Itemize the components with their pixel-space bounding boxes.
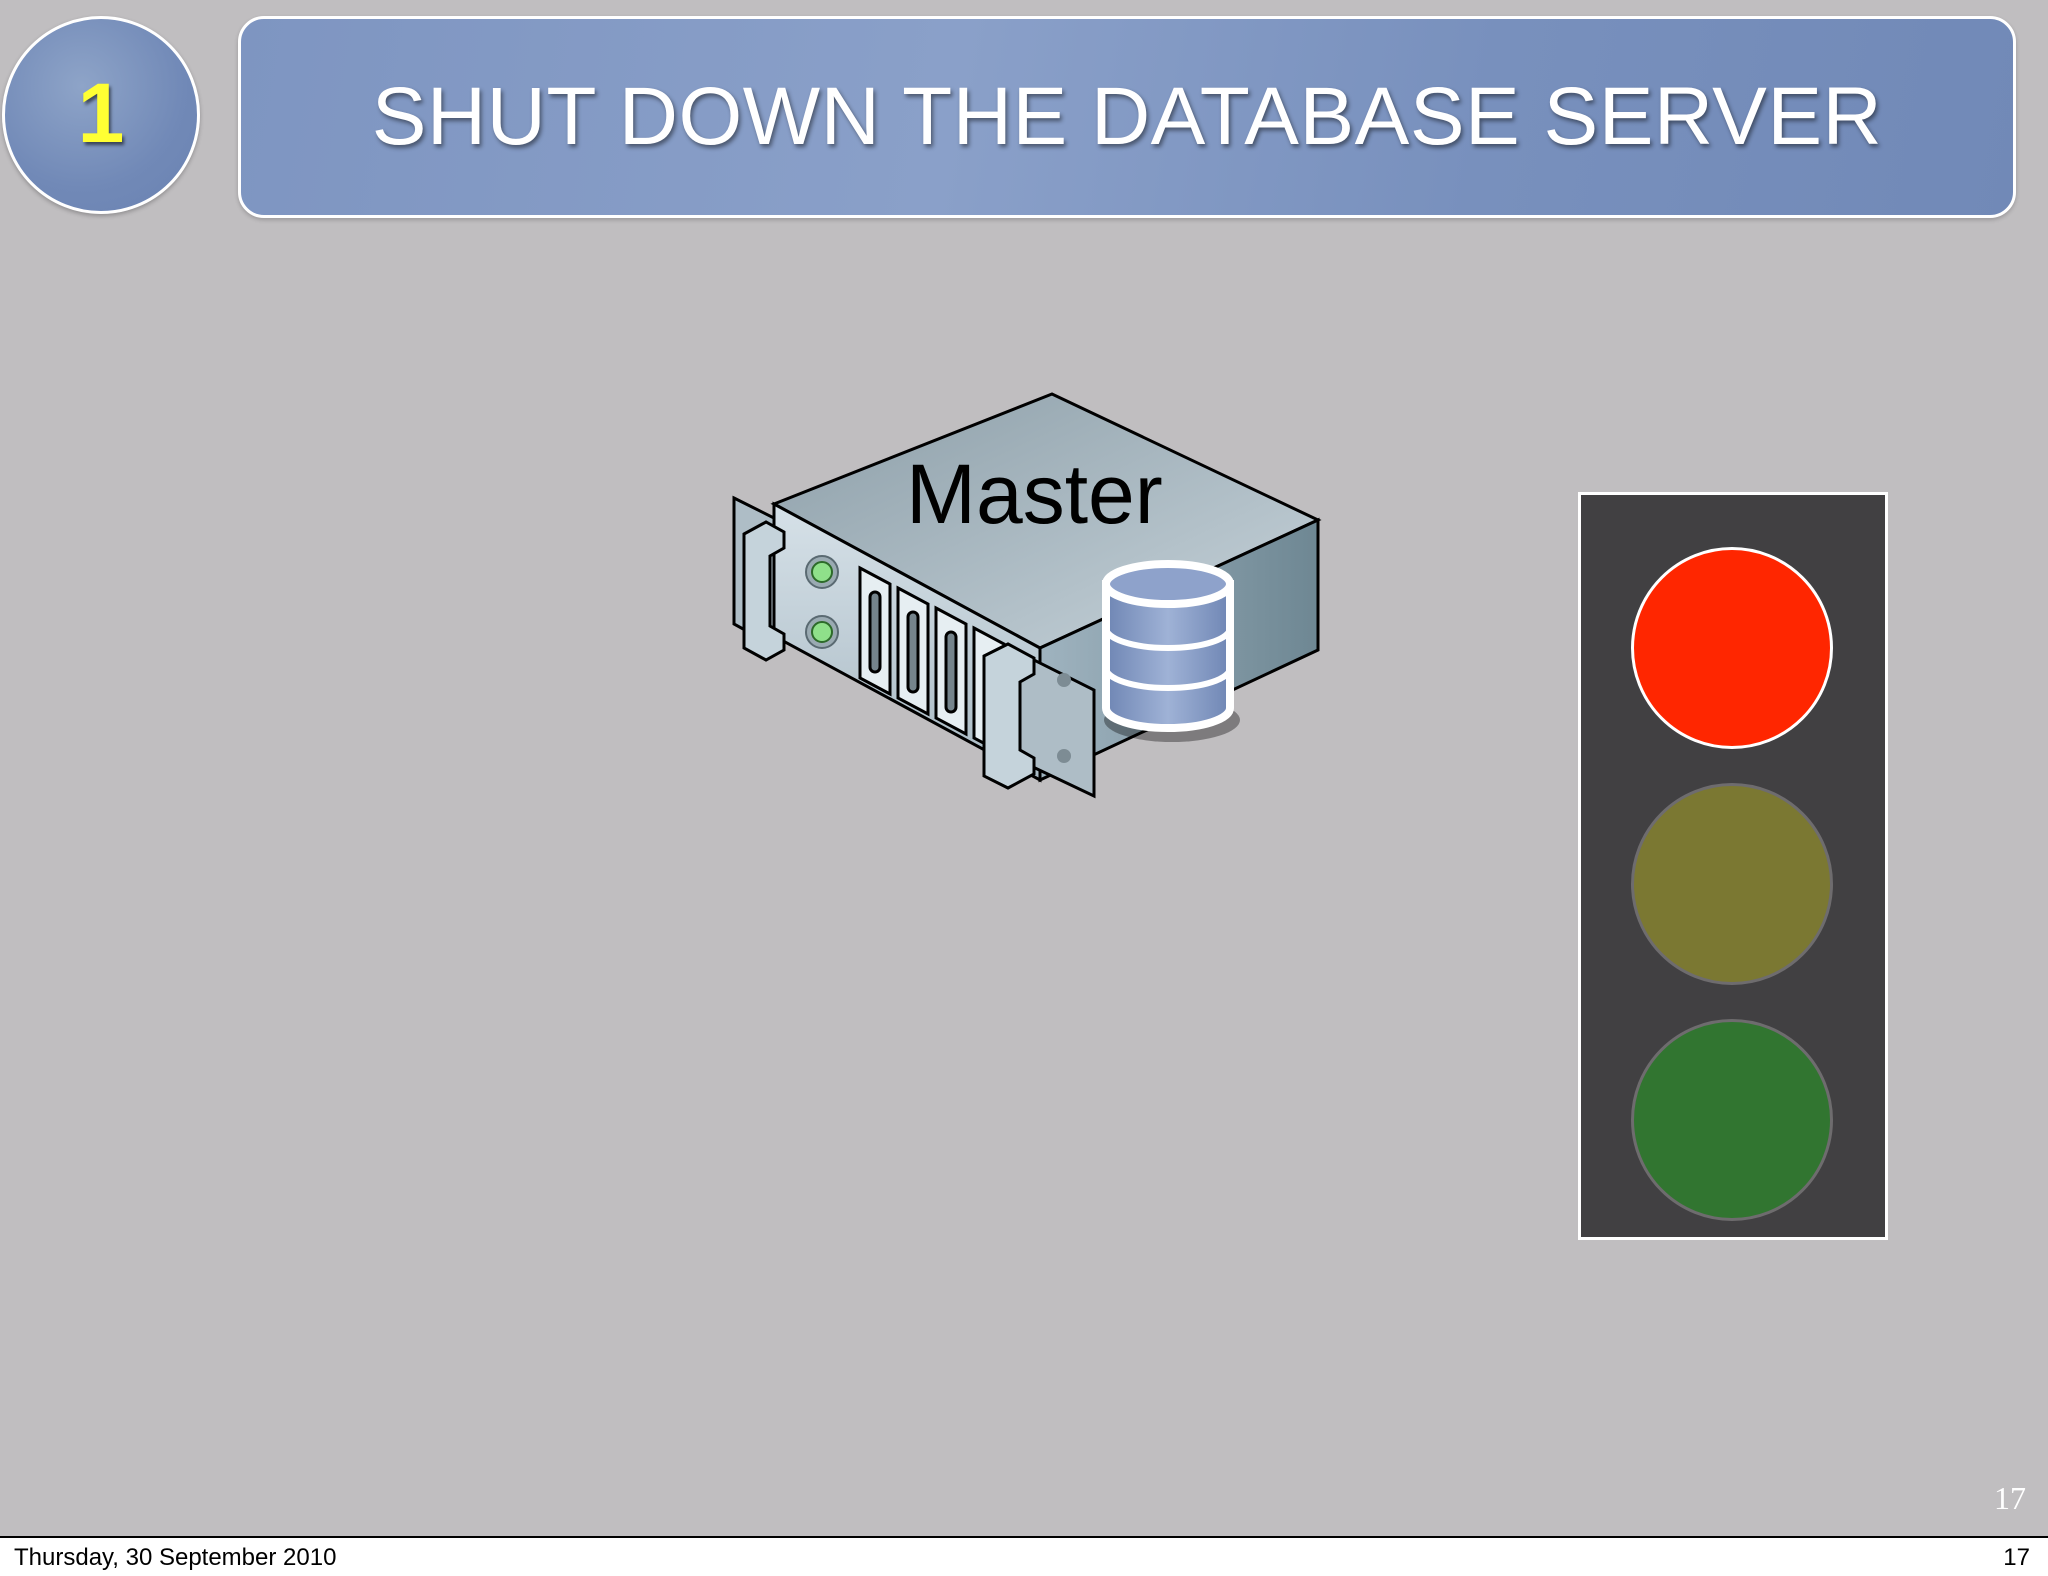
- database-icon: [1102, 560, 1240, 742]
- right-handle-icon: [982, 642, 1036, 790]
- slide: 1 SHUT DOWN THE DATABASE SERVER: [0, 0, 2048, 1536]
- server-label: Master: [906, 447, 1163, 541]
- led-icon: [811, 621, 833, 643]
- green-light-icon: [1631, 1019, 1833, 1221]
- footer-date: Thursday, 30 September 2010: [14, 1544, 337, 1571]
- database-server-icon: [732, 392, 1322, 799]
- slide-page-number: 17: [1994, 1480, 2026, 1516]
- step-number: 1: [77, 66, 125, 160]
- traffic-light: [1578, 492, 1888, 1240]
- footer: Thursday, 30 September 2010 17: [0, 1536, 2048, 1576]
- step-badge: 1: [2, 16, 200, 214]
- red-light-icon: [1631, 547, 1833, 749]
- left-handle-icon: [742, 520, 786, 662]
- yellow-light-icon: [1631, 783, 1833, 985]
- led-icon: [811, 561, 833, 583]
- footer-page-number: 17: [2003, 1544, 2030, 1571]
- slide-title: SHUT DOWN THE DATABASE SERVER: [371, 71, 1883, 162]
- title-banner: SHUT DOWN THE DATABASE SERVER: [238, 16, 2016, 218]
